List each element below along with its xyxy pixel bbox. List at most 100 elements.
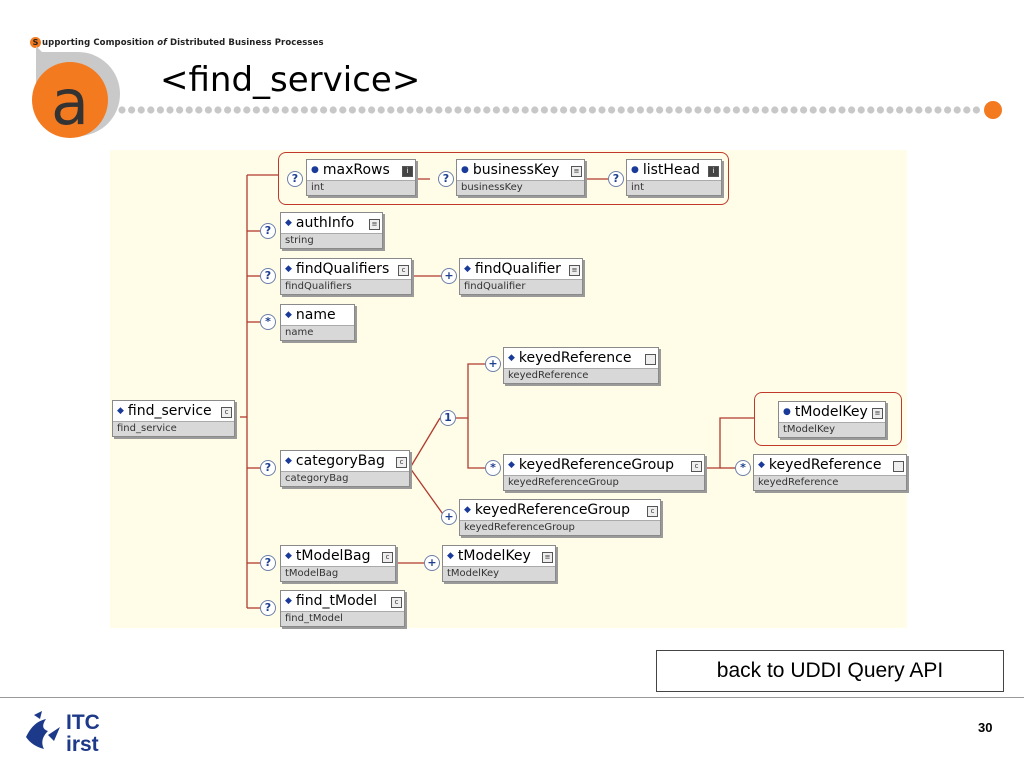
node-keyedreference-2[interactable]: keyedReference keyedReference: [753, 454, 907, 491]
node-findqualifiers[interactable]: findQualifiers findQualifiers c: [280, 258, 412, 295]
node-name: keyedReference: [504, 348, 658, 368]
badge-tmodelbag: ?: [260, 555, 276, 571]
node-type: tModelKey: [779, 422, 885, 437]
dotted-rule: [118, 101, 1002, 119]
node-keyedreferencegroup[interactable]: keyedReferenceGroup keyedReferenceGroup …: [503, 454, 705, 491]
rule-dot: [416, 106, 424, 114]
badge-choice: 1: [440, 410, 456, 426]
rule-dot: [944, 106, 952, 114]
rule-dot: [243, 106, 251, 114]
node-businesskey[interactable]: businessKey businessKey ≡: [456, 159, 585, 196]
simple-type-icon: ≡: [872, 408, 883, 419]
rule-dot: [838, 106, 846, 114]
node-type: int: [307, 180, 415, 195]
rule-dot: [425, 106, 433, 114]
rule-dot: [617, 106, 625, 114]
rule-dot: [358, 106, 366, 114]
rule-dot: [272, 106, 280, 114]
page-number: 30: [978, 720, 993, 735]
node-name[interactable]: name name: [280, 304, 355, 341]
node-tmodelkey-attr[interactable]: tModelKey tModelKey ≡: [778, 401, 886, 438]
node-name: categoryBag: [281, 451, 409, 471]
rule-dot: [876, 106, 885, 114]
simple-type-icon: ≡: [571, 166, 582, 177]
node-name: find_service: [113, 401, 234, 421]
back-to-uddi-link[interactable]: back to UDDI Query API: [656, 650, 1004, 692]
node-listhead[interactable]: listHead int i: [626, 159, 722, 196]
rule-dot: [790, 106, 798, 114]
node-maxrows[interactable]: maxRows int i: [306, 159, 416, 196]
rule-dot: [329, 106, 337, 114]
rule-dot: [483, 106, 491, 114]
rule-dot: [310, 106, 318, 114]
rule-dot: [406, 106, 414, 114]
rule-dot: [368, 106, 376, 114]
rule-dot: [627, 106, 635, 114]
rule-dot: [195, 106, 203, 114]
rule-dot: [291, 106, 299, 114]
rule-dot: [444, 106, 452, 114]
rule-dot: [684, 106, 693, 114]
rule-dot: [742, 106, 750, 114]
rule-dot: [502, 106, 510, 114]
footer-divider: [0, 697, 1024, 698]
rule-dot: [435, 106, 443, 114]
logo-letter: a: [51, 66, 89, 139]
badge-keyedreference: +: [485, 356, 501, 372]
node-type: int: [627, 180, 721, 195]
rule-dot: [300, 106, 308, 114]
node-keyedreferencegroup-2[interactable]: keyedReferenceGroup keyedReferenceGroup …: [459, 499, 661, 536]
element-icon: [645, 354, 656, 365]
node-keyedreference[interactable]: keyedReference keyedReference: [503, 347, 659, 384]
node-type: categoryBag: [281, 471, 409, 486]
node-name: name: [281, 305, 354, 325]
tagline-part-1: upporting Composition: [42, 38, 158, 48]
node-findqualifier[interactable]: findQualifier findQualifier ≡: [459, 258, 583, 295]
rule-dot: [339, 106, 347, 114]
rule-dot: [780, 106, 789, 114]
node-type: find_service: [113, 421, 234, 436]
node-find-service[interactable]: find_service find_service c: [112, 400, 235, 437]
rule-dot: [828, 106, 837, 114]
rule-dot: [857, 106, 865, 114]
rule-dot: [598, 106, 606, 114]
rule-dot: [848, 106, 856, 114]
node-name: find_tModel: [281, 591, 404, 611]
rule-dot: [915, 106, 923, 114]
rule-dot: [761, 106, 769, 114]
rule-dot: [156, 106, 164, 114]
node-name: listHead: [627, 160, 721, 180]
rule-dot: [531, 106, 539, 114]
node-type: keyedReferenceGroup: [460, 520, 660, 535]
simple-type-icon: ≡: [369, 219, 380, 230]
rule-dot: [694, 106, 702, 114]
node-tmodelbag[interactable]: tModelBag tModelBag c: [280, 545, 396, 582]
badge-findqualifiers: ?: [260, 268, 276, 284]
logo-a-icon: a: [32, 46, 120, 139]
tagline-s-badge: S: [30, 37, 41, 48]
node-authinfo[interactable]: authInfo string ≡: [280, 212, 383, 249]
node-find-tmodel[interactable]: find_tModel find_tModel c: [280, 590, 405, 627]
rule-end-dot: [984, 101, 1002, 119]
complex-type-icon: c: [691, 461, 702, 472]
logo-text-itc: ITC: [66, 711, 100, 734]
rule-dot: [924, 106, 933, 114]
itc-irst-logo-icon: ITC irst: [26, 711, 100, 755]
node-name: maxRows: [307, 160, 415, 180]
rule-dot: [204, 106, 212, 114]
node-tmodelkey[interactable]: tModelKey tModelKey ≡: [442, 545, 556, 582]
node-type: tModelBag: [281, 566, 395, 581]
rule-dot: [569, 106, 577, 114]
rule-dot: [732, 106, 741, 114]
rule-dot: [320, 106, 328, 114]
rule-dot: [233, 106, 241, 114]
rule-dot: [646, 106, 654, 114]
node-type: findQualifier: [460, 279, 582, 294]
node-categorybag[interactable]: categoryBag categoryBag c: [280, 450, 410, 487]
rule-dot: [147, 106, 155, 114]
rule-dot: [550, 106, 558, 114]
rule-dot: [656, 106, 664, 114]
badge-maxrows: ?: [287, 171, 303, 187]
element-icon: [893, 461, 904, 472]
complex-type-icon: c: [221, 407, 232, 418]
